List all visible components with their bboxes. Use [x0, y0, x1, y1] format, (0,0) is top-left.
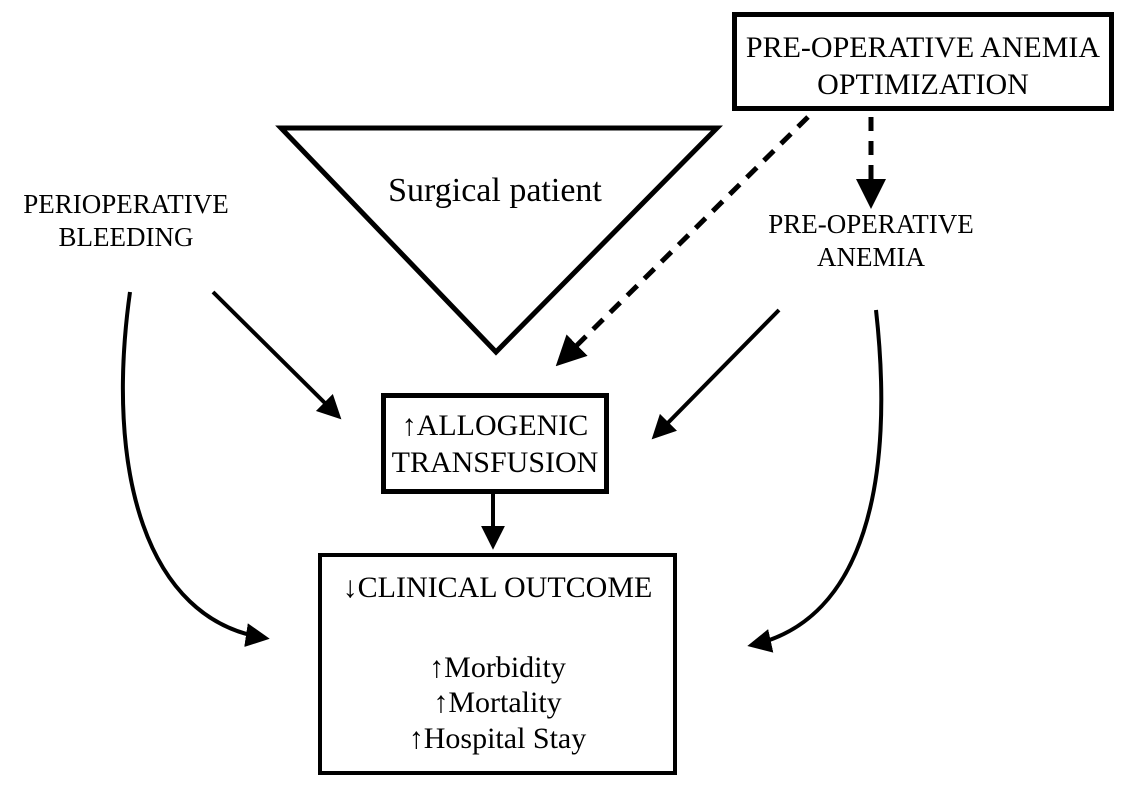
optimization-line-1: PRE-OPERATIVE ANEMIA [745, 31, 1101, 64]
anemia-to-outcome-curve [747, 309, 884, 653]
outcome-title: ↓CLINICAL OUTCOME [342, 571, 653, 604]
preoperative-anemia-label: PRE-OPERATIVE ANEMIA [752, 208, 990, 274]
transfusion-line-1: ↑ALLOGENIC [401, 409, 589, 442]
outcome-item-hospital-stay: ↑Hospital Stay [408, 721, 587, 755]
optimization-label: PRE-OPERATIVE ANEMIA OPTIMIZATION [732, 30, 1114, 103]
anemia-line-1: PRE-OPERATIVE [768, 209, 974, 239]
perioperative-bleeding-label: PERIOPERATIVE BLEEDING [0, 188, 252, 254]
optimization-line-2: OPTIMIZATION [817, 67, 1029, 101]
optimization-to-transfusion-arrow [555, 115, 810, 367]
bleeding-to-outcome-curve [120, 291, 270, 647]
transfusion-label: ↑ALLOGENIC TRANSFUSION [381, 408, 609, 481]
bleeding-to-transfusion-arrow [211, 290, 342, 420]
anemia-to-transfusion-arrow [651, 308, 781, 440]
anemia-line-2: ANEMIA [817, 241, 925, 272]
surgical-patient-triangle [275, 125, 723, 356]
bleeding-line-2: BLEEDING [58, 221, 194, 252]
bleeding-line-1: PERIOPERATIVE [23, 189, 229, 219]
outcome-box [318, 553, 677, 775]
transfusion-box [381, 393, 609, 494]
outcome-item-mortality: ↑Mortality [433, 686, 562, 720]
transfusion-line-2: TRANSFUSION [391, 445, 599, 479]
optimization-box [732, 12, 1114, 111]
outcome-items: ↑Morbidity ↑Mortality ↑Hospital Stay [318, 650, 677, 756]
surgical-patient-label: Surgical patient [388, 172, 602, 209]
outcome-item-morbidity: ↑Morbidity [429, 651, 566, 684]
